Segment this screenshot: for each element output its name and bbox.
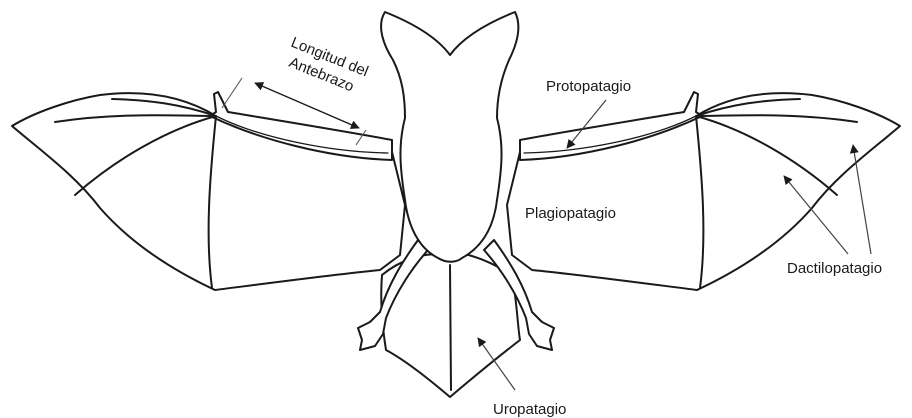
dactilopatagio-label: Dactilopatagio (787, 260, 882, 277)
uropatagio-label: Uropatagio (493, 401, 566, 418)
forearm-tick-left (222, 78, 242, 108)
protopatagio-label: Protopatagio (546, 78, 631, 95)
plagiopatagio-label: Plagiopatagio (525, 205, 616, 222)
tail-bone (450, 265, 451, 390)
dactilopatagio-arrow-2 (853, 145, 871, 254)
